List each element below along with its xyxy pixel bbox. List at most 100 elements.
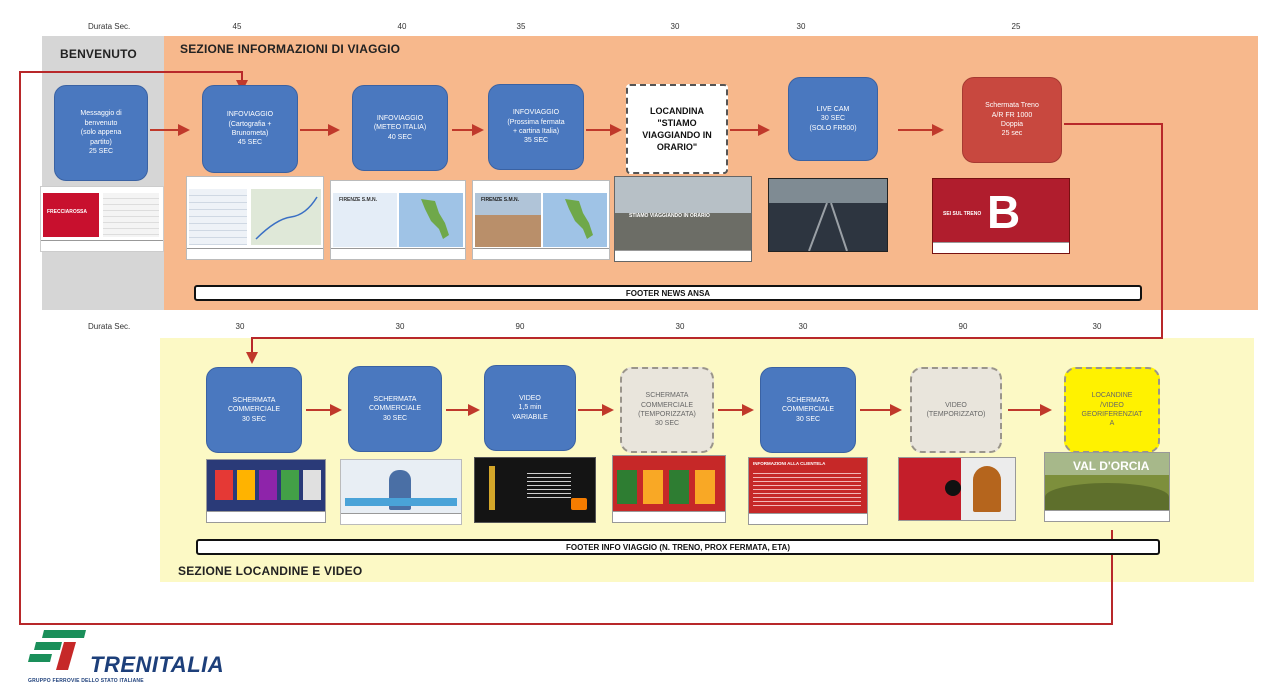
thumbnail-text: FIRENZE S.M.N. xyxy=(481,197,520,203)
thumbnail-tiles xyxy=(617,470,721,504)
thumbnail-tower xyxy=(489,466,495,510)
thumbnail-meteo: FIRENZE S.M.N. xyxy=(330,180,466,260)
thumbnail-poster xyxy=(237,470,255,500)
thumbnail-caption-bar xyxy=(331,248,465,259)
duration-value: 35 xyxy=(516,22,526,31)
trenitalia-logo-text: TRENITALIA xyxy=(90,652,225,677)
node-schermata-commerciale-temporizzata: SCHERMATA COMMERCIALE (TEMPORIZZATA) 30 … xyxy=(620,367,714,453)
thumbnail-caption-bar xyxy=(613,511,725,522)
railway-tracks xyxy=(808,203,848,251)
duration-value: 90 xyxy=(958,322,968,331)
thumbnail-photo xyxy=(769,179,887,203)
thumbnail-poster xyxy=(215,470,233,500)
duration-label-bottom: Durata Sec. xyxy=(88,322,131,331)
node-infoviaggio-meteo: INFOVIAGGIO (METEO ITALIA) 40 SEC xyxy=(352,85,448,171)
node-video-temporizzato: VIDEO (TEMPORIZZATO) xyxy=(910,367,1002,453)
section-title-travel-info: SEZIONE INFORMAZIONI DI VIAGGIO xyxy=(180,42,401,56)
italy-map-icon xyxy=(565,199,593,239)
thumbnail-text: FIRENZE S.M.N. xyxy=(339,197,378,203)
duration-label-top: Durata Sec. xyxy=(88,22,131,31)
duration-value: 30 xyxy=(798,322,808,331)
thumbnail-commerciale-temporizzata xyxy=(612,455,726,523)
thumbnail-caption-bar xyxy=(341,513,461,524)
thumbnail-letter: B xyxy=(987,186,1021,238)
thumbnail-prossima-fermata: FIRENZE S.M.N. xyxy=(472,180,610,260)
thumbnail-caption-bar xyxy=(749,513,867,524)
thumbnail-text: VAL D'ORCIA xyxy=(1073,459,1150,473)
duration-value: 40 xyxy=(397,22,407,31)
thumbnail-poster xyxy=(281,470,299,500)
trenitalia-logo-icon xyxy=(28,630,86,670)
duration-value: 45 xyxy=(232,22,242,31)
loop-connector xyxy=(246,123,1163,364)
thumbnail-schermata-treno: SEI SUL TRENO B xyxy=(932,178,1070,254)
thumbnail-stripe xyxy=(345,498,457,506)
thumbnail-list xyxy=(189,189,247,245)
thumbnail-caption-bar xyxy=(207,511,325,522)
thumbnail-text: SEI SUL TRENO xyxy=(943,211,982,217)
italy-map-icon xyxy=(421,199,449,239)
thumbnail-live-cam xyxy=(768,178,888,252)
thumbnail-video-temporizzato xyxy=(898,457,1016,521)
node-locandine-georiferenziata: LOCANDINE /VIDEO GEORIFERENZIAT A xyxy=(1064,367,1160,453)
thumbnail-sky xyxy=(1045,453,1169,475)
section-title-ads-video: SEZIONE LOCANDINE E VIDEO xyxy=(178,564,363,578)
node-locandina-orario: LOCANDINA "STIAMO VIAGGIANDO IN ORARIO" xyxy=(626,84,728,174)
thumbnail-poster xyxy=(259,470,277,500)
thumbnail-text-block xyxy=(753,470,861,506)
section-title-welcome: BENVENUTO xyxy=(60,47,137,61)
thumbnail-panel xyxy=(333,193,397,247)
node-infoviaggio-prossima-fermata: INFOVIAGGIO (Prossima fermata + cartina … xyxy=(488,84,584,170)
node-welcome-message: Messaggio di benvenuto (solo appena part… xyxy=(54,85,148,181)
thumbnail-val-dorcia: VAL D'ORCIA xyxy=(1044,452,1170,522)
loop-connector xyxy=(19,71,1113,625)
thumbnail-caption-bar xyxy=(615,250,751,261)
footer-news-ansa: FOOTER NEWS ANSA xyxy=(194,285,1142,301)
node-live-cam: LIVE CAM 30 SEC (SOLO FR500) xyxy=(788,77,878,161)
duration-value: 30 xyxy=(395,322,405,331)
thumbnail-commerciale-1 xyxy=(206,459,326,523)
thumbnail-informazioni-clientela: INFORMAZIONI ALLA CLIENTELA xyxy=(748,457,868,525)
duration-value: 30 xyxy=(670,22,680,31)
play-icon xyxy=(571,498,587,510)
duration-value: 30 xyxy=(235,322,245,331)
thumbnail-caption-bar xyxy=(187,248,323,259)
node-schermata-commerciale-3: SCHERMATA COMMERCIALE 30 SEC xyxy=(760,367,856,453)
node-schermata-commerciale-2: SCHERMATA COMMERCIALE 30 SEC xyxy=(348,366,442,452)
thumbnail-text: STIAMO VIAGGIANDO IN ORARIO xyxy=(629,213,710,219)
thumbnail-cartografia xyxy=(186,176,324,260)
thumbnail-map xyxy=(251,189,321,245)
thumbnail-caption-bar xyxy=(41,240,163,251)
play-icon xyxy=(945,480,961,496)
duration-value: 30 xyxy=(796,22,806,31)
thumbnail-welcome: FRECCIAROSSA xyxy=(40,186,164,252)
node-schermata-treno: Schermata Treno A/R FR 1000 Doppia 25 se… xyxy=(962,77,1062,163)
thumbnail-list xyxy=(103,193,159,237)
thumbnail-caption-bar xyxy=(933,242,1069,253)
duration-value: 30 xyxy=(1092,322,1102,331)
thumbnail-panel xyxy=(43,193,99,237)
thumbnail-photo xyxy=(615,177,751,213)
duration-value: 25 xyxy=(1011,22,1021,31)
thumbnail-caption-bar xyxy=(473,248,609,259)
duration-value: 90 xyxy=(515,322,525,331)
thumbnail-locandina: STIAMO VIAGGIANDO IN ORARIO xyxy=(614,176,752,262)
thumbnail-person xyxy=(973,466,1001,512)
route-path xyxy=(255,196,318,240)
trenitalia-logo-subtitle: GRUPPO FERROVIE DELLO STATO ITALIANE xyxy=(28,678,144,684)
node-schermata-commerciale-1: SCHERMATA COMMERCIALE 30 SEC xyxy=(206,367,302,453)
thumbnail-hills xyxy=(1045,483,1169,511)
thumbnail-caption-bar xyxy=(1045,510,1169,521)
thumbnail-text: FRECCIAROSSA xyxy=(47,209,88,215)
footer-info-viaggio: FOOTER INFO VIAGGIO (N. TRENO, PROX FERM… xyxy=(196,539,1160,555)
thumbnail-text-block xyxy=(527,470,571,500)
thumbnail-text: INFORMAZIONI ALLA CLIENTELA xyxy=(753,461,826,466)
node-video-variabile: VIDEO 1,5 min VARIABILE xyxy=(484,365,576,451)
thumbnail-photo xyxy=(475,215,541,247)
thumbnail-poster xyxy=(303,470,321,500)
node-infoviaggio-cartografia: INFOVIAGGIO (Cartografia + Brunometa) 45… xyxy=(202,85,298,173)
thumbnail-video xyxy=(474,457,596,523)
thumbnail-commerciale-2 xyxy=(340,459,462,525)
duration-value: 30 xyxy=(675,322,685,331)
